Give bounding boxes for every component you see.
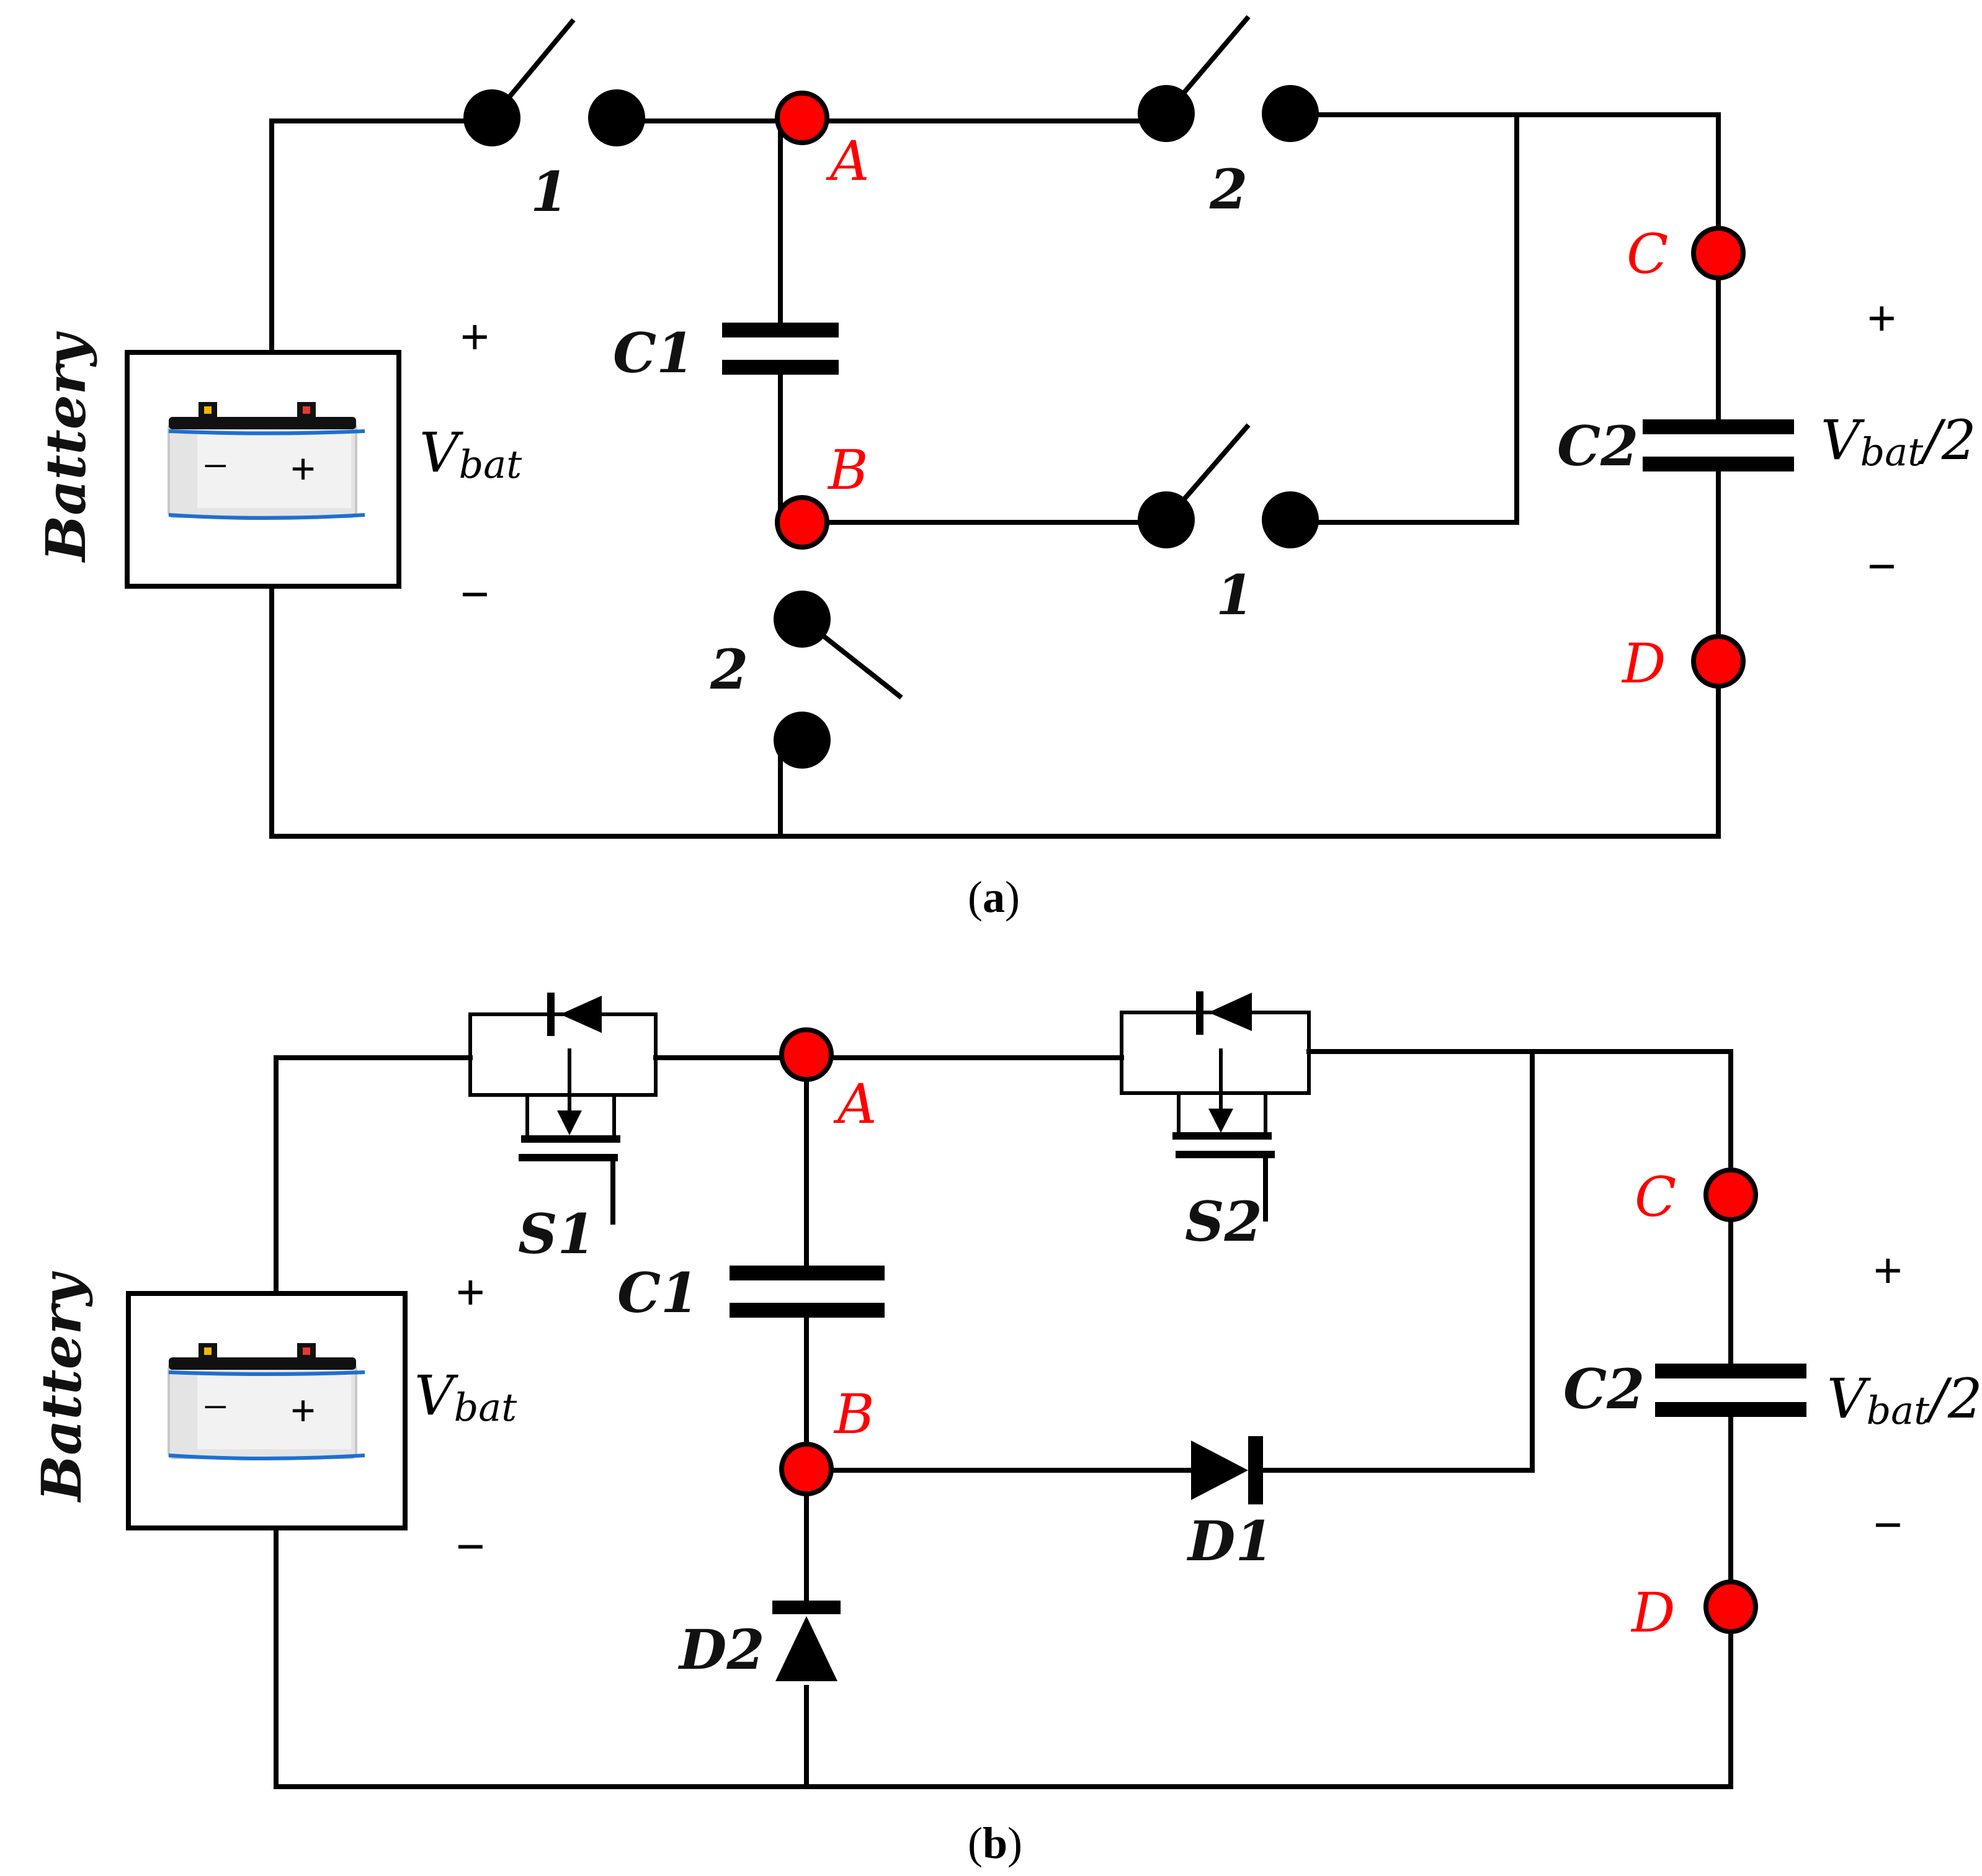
c1-label: C1 — [613, 321, 694, 385]
plus-sign: + — [1867, 290, 1896, 346]
vout-label: Vbat/2 — [1827, 1367, 1982, 1433]
switch-label-1: 1 — [1216, 563, 1254, 627]
d1-label: D1 — [1186, 1509, 1274, 1573]
node-label-c: C — [1635, 1165, 1676, 1229]
c2-label: C2 — [1557, 414, 1638, 478]
minus-sign: − — [1867, 538, 1896, 594]
diode-d2 — [772, 1601, 841, 1681]
battery-minus-glyph: − — [203, 441, 228, 491]
switch-blade — [1163, 15, 1251, 117]
diode-d1 — [1120, 1436, 1342, 1504]
mosfet-s2 — [1102, 991, 1311, 1222]
caption-b: (b) — [968, 1818, 1022, 1868]
plus-sign: + — [460, 309, 489, 364]
switch-terminal — [588, 89, 645, 146]
mosfet-s1 — [468, 993, 658, 1225]
c1-plate-top-a — [722, 323, 839, 337]
d2-label: D2 — [677, 1617, 765, 1682]
node-label-d: D — [1630, 1581, 1676, 1645]
switch-label-2: 2 — [1209, 157, 1248, 221]
node-a — [779, 1027, 834, 1082]
minus-sign: − — [1873, 1497, 1903, 1552]
battery-plus-glyph: + — [290, 444, 316, 494]
switch-blade — [798, 615, 903, 700]
battery-plus-glyph: + — [290, 1386, 316, 1436]
node-label-a: A — [826, 129, 870, 193]
switch-terminal — [774, 712, 831, 769]
node-label-d: D — [1621, 632, 1666, 695]
switch-terminal — [1262, 85, 1319, 142]
node-label-c: C — [1627, 222, 1668, 286]
c2-plate-top-a — [1643, 419, 1794, 434]
switch-blade — [1163, 423, 1251, 524]
node-a — [775, 91, 829, 145]
battery-minus-glyph: − — [203, 1382, 228, 1432]
minus-sign: − — [460, 566, 489, 622]
plus-sign: + — [456, 1264, 485, 1320]
switch-terminal — [1262, 491, 1319, 548]
switch-label-1: 1 — [530, 159, 568, 224]
battery-label: Battery — [33, 331, 98, 563]
node-c — [1691, 226, 1746, 280]
c2-plate-top-b — [1655, 1364, 1806, 1378]
s2-label: S2 — [1185, 1189, 1262, 1254]
caption-a: (a) — [968, 872, 1020, 922]
vbat-label: Vbat — [414, 1364, 517, 1430]
node-label-b: B — [833, 1382, 875, 1446]
node-c — [1703, 1168, 1758, 1222]
switch-label-2: 2 — [710, 637, 748, 702]
c2-plate-bottom-b — [1655, 1402, 1806, 1417]
minus-sign: − — [456, 1519, 485, 1574]
battery-icon: − + — [167, 402, 365, 520]
c1-label: C1 — [617, 1261, 699, 1325]
switch-blade — [488, 18, 576, 122]
node-b — [779, 1442, 834, 1496]
plus-sign: + — [1873, 1243, 1903, 1298]
s1-label: S1 — [518, 1202, 596, 1266]
node-label-b: B — [827, 438, 868, 502]
node-d — [1703, 1579, 1758, 1634]
node-b — [775, 495, 829, 550]
vbat-label: Vbat — [419, 421, 522, 487]
battery-icon: − + — [167, 1343, 365, 1460]
node-label-a: A — [833, 1072, 877, 1136]
node-d — [1691, 634, 1746, 689]
panel-a: − + Battery + − Vbat 1 2 1 2 C1 C2 A B C… — [33, 15, 1976, 922]
battery-label: Battery — [29, 1271, 94, 1503]
c2-label: C2 — [1563, 1357, 1645, 1421]
vout-label: Vbat/2 — [1821, 408, 1976, 475]
panel-b: − + Battery + − Vbat S1 S2 C1 C2 D1 D2 A… — [29, 991, 1982, 1868]
